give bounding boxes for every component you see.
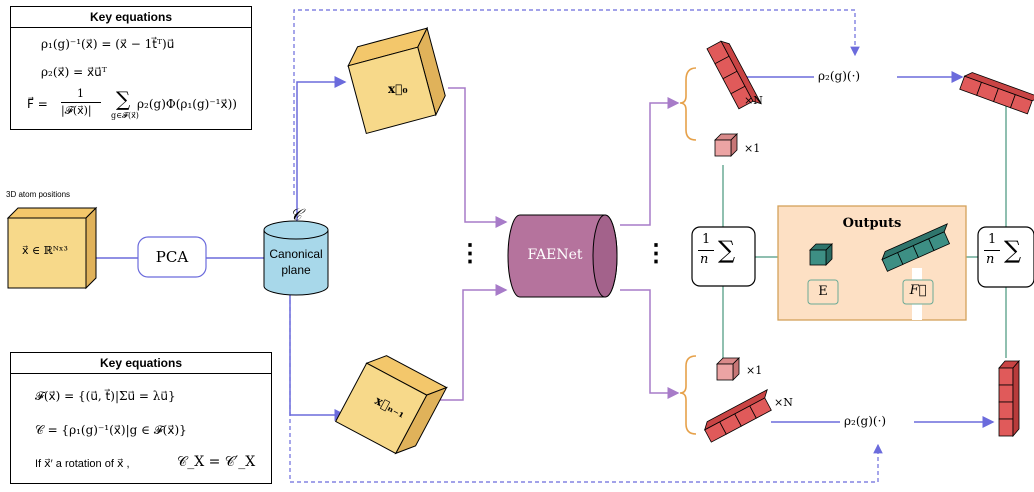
dashed-loop-top bbox=[293, 9, 860, 195]
arrow-canonical-cube-bottom bbox=[289, 288, 347, 421]
canonical-plane-cylinder bbox=[263, 220, 329, 296]
force-label: F⃗ bbox=[909, 283, 927, 298]
avg-left-den: n bbox=[700, 252, 709, 267]
key-equations-top-title: Key equations bbox=[11, 7, 251, 28]
avg-right-fracline bbox=[984, 250, 1000, 251]
pink-block-top bbox=[714, 133, 738, 157]
canonical-label-line2: plane bbox=[281, 263, 311, 277]
force-stack bbox=[881, 223, 951, 272]
dots-right: ⋮ bbox=[644, 238, 668, 267]
rho2-bottom-label: ρ₂(g)(·) bbox=[844, 414, 887, 428]
key-equations-bottom: Key equations 𝓕(x⃗) = {(u⃗, t⃗)|Σu⃗ = λu… bbox=[10, 352, 272, 484]
brace-top bbox=[679, 67, 697, 141]
force-box bbox=[902, 279, 934, 305]
mult-1-top: ×1 bbox=[744, 142, 761, 155]
avg-left-sum: ∑ bbox=[718, 236, 736, 264]
eq-rho1: ρ₁(g)⁻¹(x⃗) = (x⃗ − 1t⃗ᵀ)u⃗ bbox=[41, 37, 175, 51]
brace-bottom bbox=[679, 355, 697, 435]
pink-block-bottom bbox=[716, 357, 740, 381]
cube-top bbox=[347, 26, 446, 135]
avg-right-den: n bbox=[986, 252, 995, 267]
avg-right-sum: ∑ bbox=[1004, 236, 1022, 264]
key-equations-bottom-title: Key equations bbox=[11, 353, 271, 374]
input-caption: 3D atom positions bbox=[6, 190, 71, 199]
eq-invariance-text: If x⃗′ a rotation of x⃗ , bbox=[35, 458, 130, 470]
eq-rho2: ρ₂(x⃗) = x⃗u⃗ᵀ bbox=[41, 65, 107, 79]
input-cube bbox=[6, 206, 98, 290]
eq-force-num: 1 bbox=[77, 87, 84, 100]
input-cube-label: x⃗ ∈ ℝᴺˣ³ bbox=[22, 244, 68, 257]
dots-left: ⋮ bbox=[458, 238, 482, 267]
arrow-cube-bottom-faenet bbox=[440, 284, 508, 401]
avg-right-num: 1 bbox=[988, 232, 997, 247]
red-stack-top-right bbox=[959, 72, 1034, 115]
avg-box-left bbox=[691, 226, 756, 287]
eq-force-body: ρ₂(g)Φ(ρ₁(g)⁻¹x⃗)) bbox=[137, 97, 237, 111]
eq-invariance-formula: 𝒞_X = 𝒞′_X bbox=[177, 454, 256, 470]
canonical-symbol: 𝒞 bbox=[290, 205, 302, 224]
eq-frame-def: 𝓕(x⃗) = {(u⃗, t⃗)|Σu⃗ = λu⃗} bbox=[35, 389, 176, 403]
pca-label: PCA bbox=[155, 248, 189, 266]
red-stack-bottom bbox=[704, 388, 772, 443]
avg-box-right bbox=[977, 226, 1034, 288]
energy-label: E bbox=[818, 284, 828, 299]
arrow-faenet-brace-bottom bbox=[620, 289, 680, 399]
cube-bottom bbox=[334, 355, 448, 455]
eq-force-lhs: F⃗ = bbox=[27, 97, 48, 111]
arrow-faenet-brace-top bbox=[620, 97, 680, 226]
cube-top-label: x⃗₀ bbox=[388, 82, 408, 96]
eq-force-den: |𝓕(x⃗)| bbox=[61, 104, 92, 117]
rho2-top-label: ρ₂(g)(·) bbox=[818, 69, 861, 83]
red-stack-bottom-right bbox=[998, 359, 1020, 438]
avg-left-num: 1 bbox=[702, 232, 711, 247]
avg-left-fracline bbox=[698, 250, 714, 251]
mult-1-bottom: ×1 bbox=[746, 364, 763, 377]
arrow-canonical-cube-top bbox=[296, 76, 347, 225]
energy-box bbox=[807, 279, 839, 305]
arrow-cube-top-faenet bbox=[448, 87, 508, 228]
faenet-label: FAENet bbox=[527, 247, 583, 263]
eq-force-fracline bbox=[61, 102, 101, 103]
faenet-cylinder bbox=[507, 214, 618, 298]
eq-canonical-def: 𝒞 = {ρ₁(g)⁻¹(x⃗)|g ∈ 𝓕(x⃗)} bbox=[35, 423, 187, 437]
eq-force-sub: g∈𝓕(x⃗) bbox=[111, 111, 139, 120]
energy-block bbox=[809, 243, 833, 266]
outputs-title: Outputs bbox=[842, 216, 902, 231]
eq-force-sum: ∑ bbox=[116, 87, 131, 111]
mult-n-top: ×N bbox=[744, 94, 763, 107]
key-equations-top: Key equations ρ₁(g)⁻¹(x⃗) = (x⃗ − 1t⃗ᵀ)u… bbox=[10, 6, 252, 130]
mult-n-bottom: ×N bbox=[774, 396, 793, 409]
pca-box bbox=[137, 236, 207, 278]
red-stack-top bbox=[706, 40, 762, 110]
canonical-label-line1: Canonical bbox=[269, 247, 323, 261]
